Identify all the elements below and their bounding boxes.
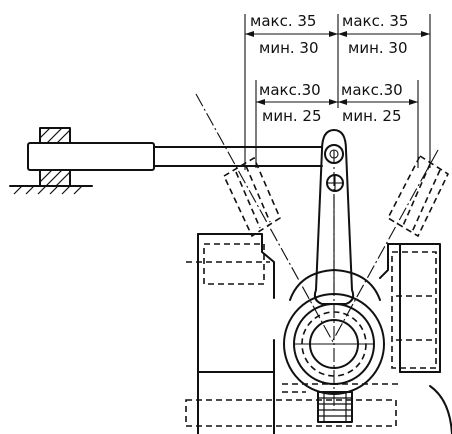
dimension-labels: макс. 35 макс. 35 мин. 30 мин. 30 макс.3… (250, 12, 408, 125)
outer-left-max-label: макс. 35 (250, 12, 316, 30)
inner-left-min-label: мин. 25 (262, 107, 322, 125)
outer-right-max-label: макс. 35 (342, 12, 408, 30)
phantom-lever-left (222, 156, 282, 238)
swing-centerlines (195, 93, 439, 410)
inner-right-min-label: мин. 25 (342, 107, 402, 125)
push-rod-assembly (9, 127, 323, 195)
inner-left-max-label: макс.30 (259, 81, 321, 99)
phantom-lever-right (386, 154, 450, 238)
housing (185, 233, 452, 434)
outer-left-min-label: мин. 30 (259, 39, 319, 57)
dimension-lines (244, 14, 431, 170)
inner-right-max-label: макс.30 (341, 81, 403, 99)
main-lever (313, 129, 355, 305)
outer-right-min-label: мин. 30 (348, 39, 408, 57)
